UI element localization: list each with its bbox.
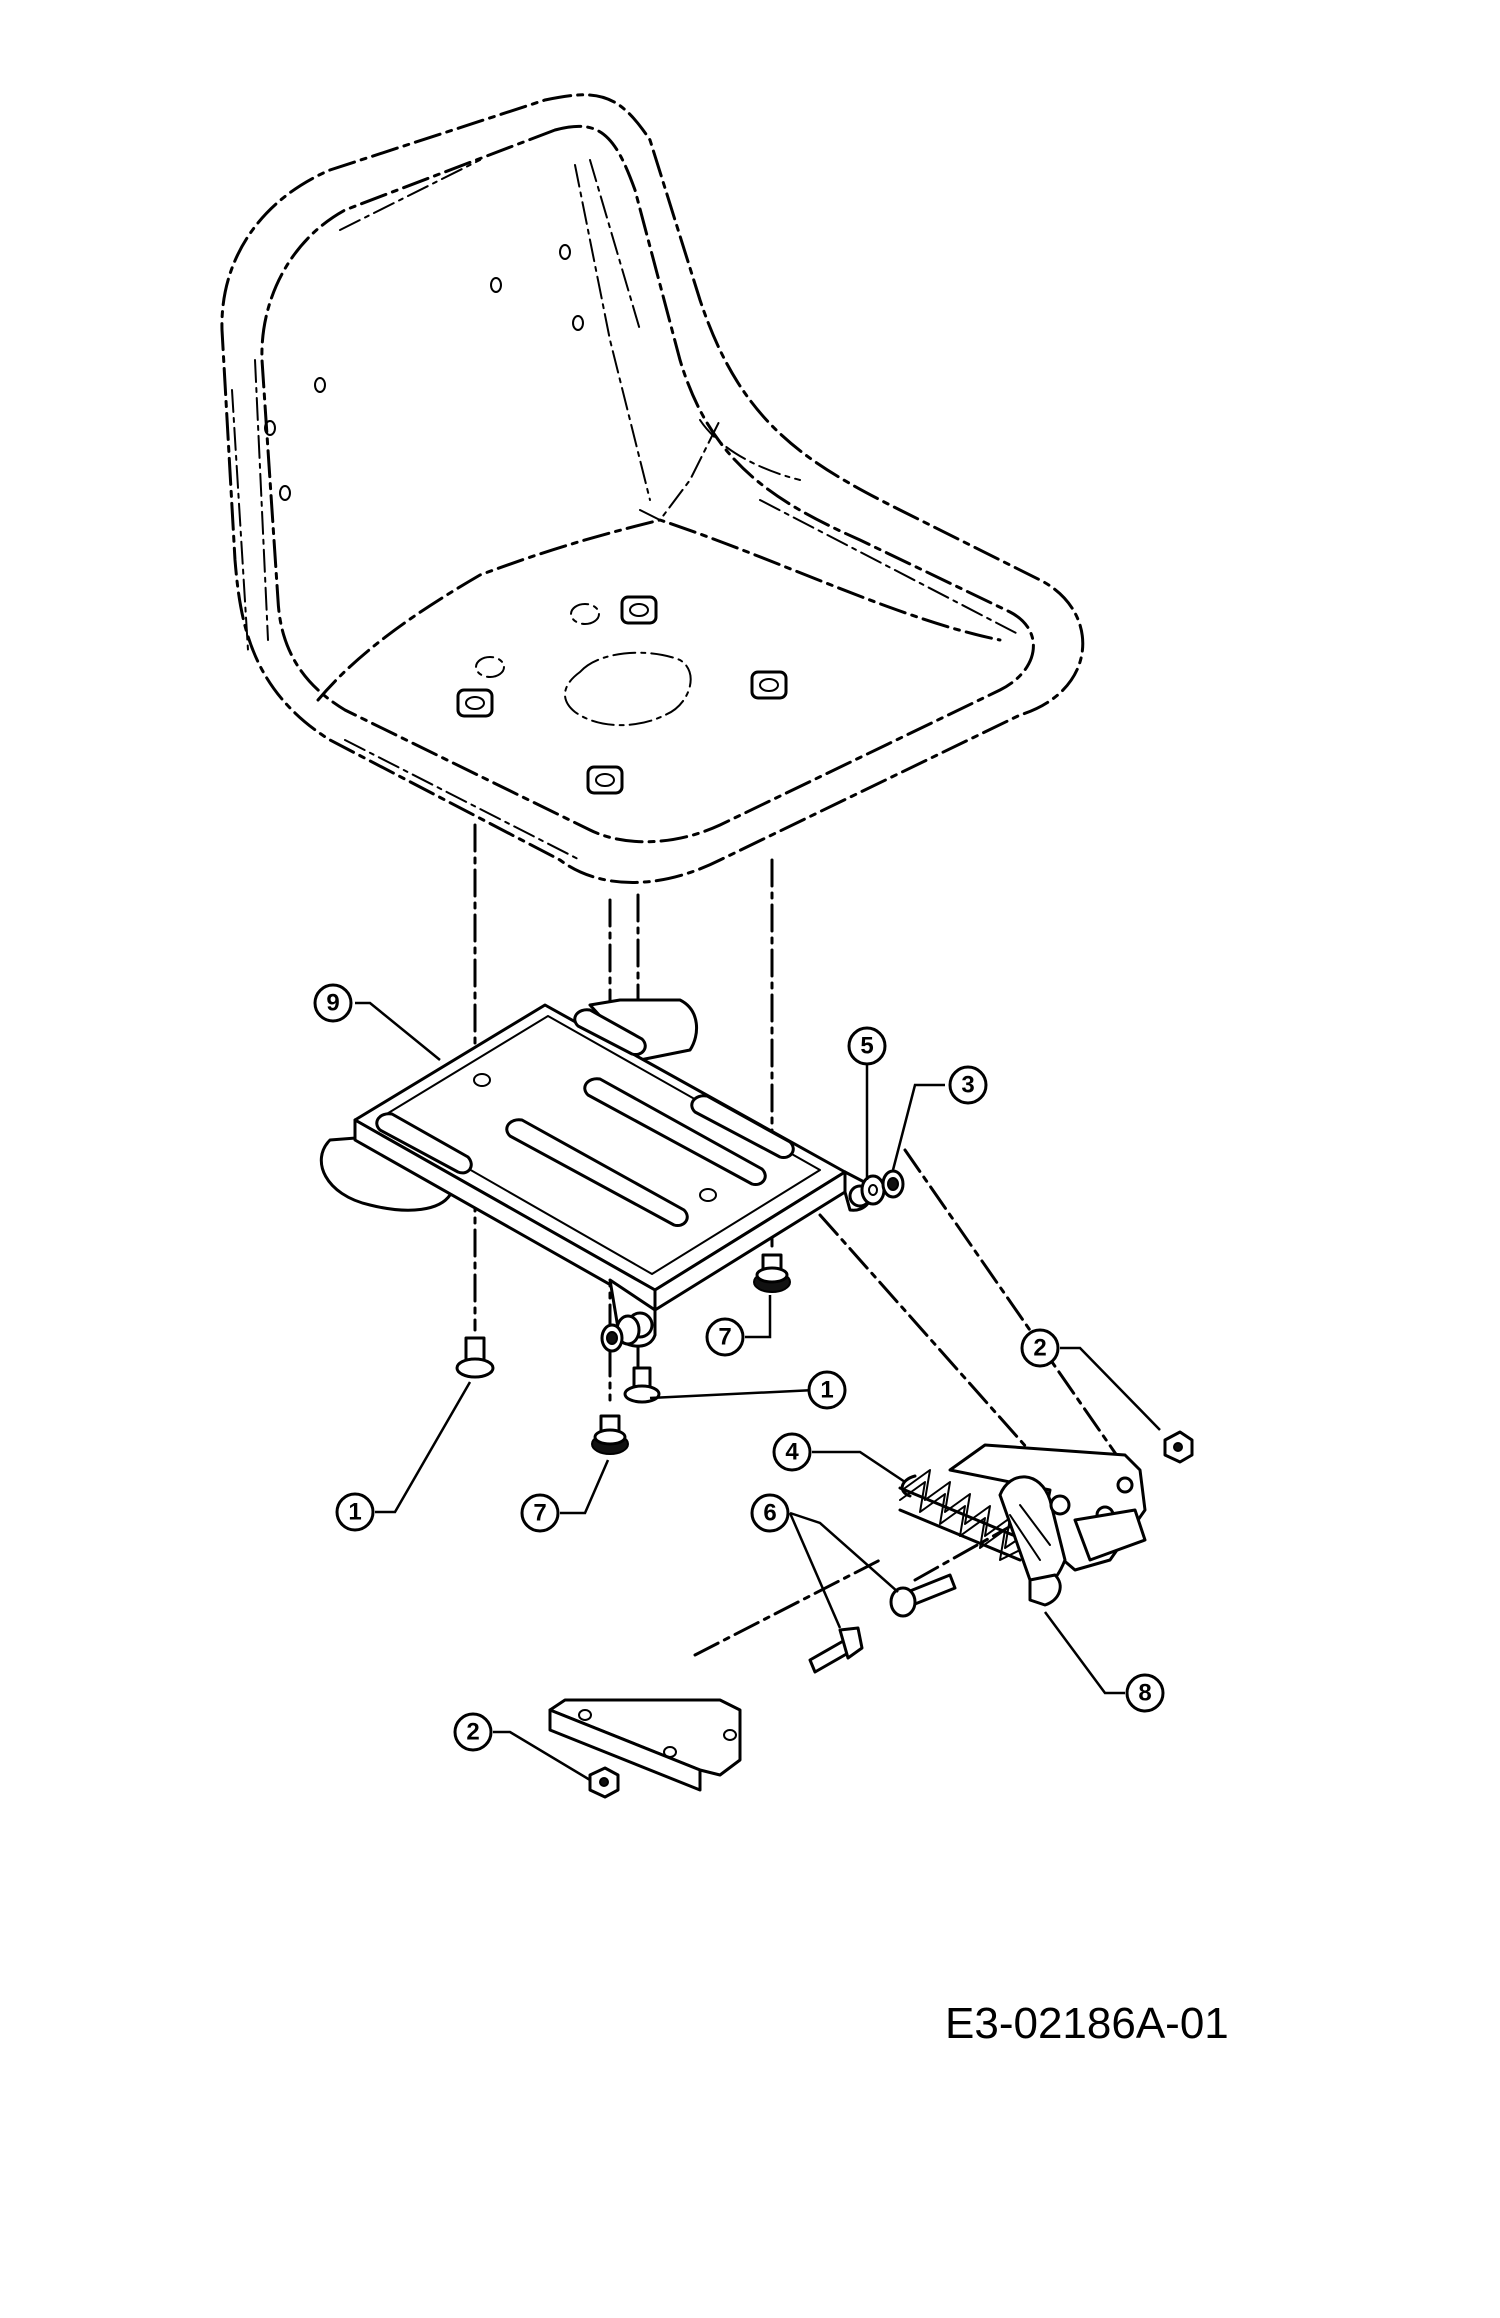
drawing-code: E3-02186A-01 <box>945 1999 1229 2048</box>
callout-8: 8 <box>1125 1673 1165 1713</box>
callout-4: 4 <box>772 1432 812 1472</box>
callout-5-label: 5 <box>860 1033 873 1060</box>
callout-2-upper: 2 <box>1020 1328 1060 1368</box>
callout-leaders <box>355 1001 1161 1782</box>
callout-2-lower: 2 <box>453 1712 493 1752</box>
nut-2-lower <box>588 1766 620 1799</box>
callout-7-right-label: 7 <box>718 1324 731 1351</box>
callout-1-right: 1 <box>807 1370 847 1410</box>
bolt-1-center <box>623 1366 661 1404</box>
nut-2-upper <box>1163 1430 1194 1464</box>
bolt-6-a <box>889 1573 957 1618</box>
callout-7-left-label: 7 <box>533 1500 546 1527</box>
nut-7-center <box>591 1414 629 1455</box>
bolt-1-left <box>455 1336 495 1379</box>
callout-9-label: 9 <box>326 990 339 1017</box>
callout-1-right-label: 1 <box>820 1377 833 1404</box>
callout-4-label: 4 <box>785 1439 799 1466</box>
seat-mount-plate <box>319 998 873 1348</box>
callout-6: 6 <box>750 1493 790 1533</box>
callout-5: 5 <box>847 1026 887 1066</box>
callout-2-lower-label: 2 <box>466 1719 479 1746</box>
adjuster-bracket-8 <box>948 1443 1147 1607</box>
nut-7-right <box>753 1253 791 1293</box>
callout-2-upper-label: 2 <box>1033 1335 1046 1362</box>
callout-1-left: 1 <box>335 1492 375 1532</box>
lower-mount-bracket <box>548 1698 742 1792</box>
seat-shell <box>220 93 1085 884</box>
callout-3: 3 <box>948 1065 988 1105</box>
callout-8-label: 8 <box>1138 1680 1151 1707</box>
callout-3-label: 3 <box>961 1072 974 1099</box>
callout-7-right: 7 <box>705 1317 745 1357</box>
callout-6-label: 6 <box>763 1500 776 1527</box>
nut-3 <box>881 1169 905 1199</box>
spring-4 <box>898 1469 1022 1562</box>
bolt-6-b <box>808 1626 864 1674</box>
callout-9: 9 <box>313 983 353 1023</box>
washers-front <box>600 1314 641 1353</box>
callout-7-left: 7 <box>520 1493 560 1533</box>
washer-5 <box>860 1174 886 1206</box>
callout-1-left-label: 1 <box>348 1499 361 1526</box>
